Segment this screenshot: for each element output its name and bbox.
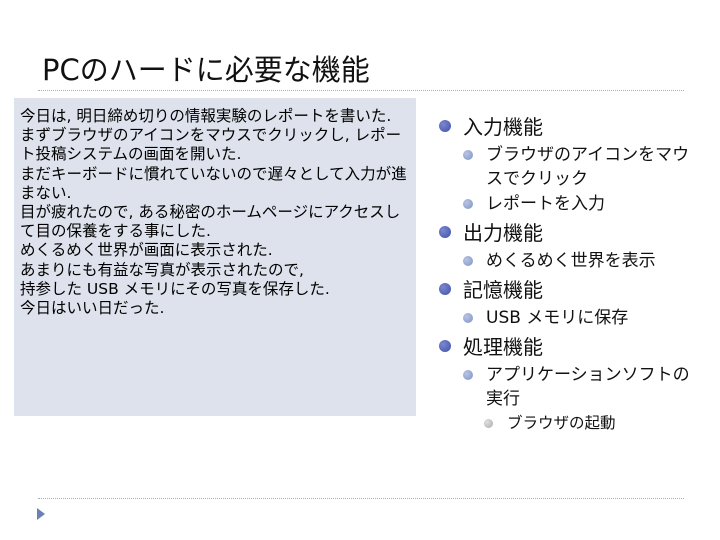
outline-label: ブラウザの起動: [507, 414, 616, 432]
bullet-icon: [484, 419, 493, 428]
textbox-line: 持参した USB メモリにその写真を保存した.: [20, 279, 330, 298]
outline-subsubitem: ブラウザの起動: [436, 412, 706, 434]
bullet-icon: [463, 313, 473, 323]
slide-title: PCのハードに必要な機能: [42, 53, 370, 87]
bullet-icon: [463, 199, 473, 209]
diary-textbox: 今日は, 明日締め切りの情報実験のレポートを書いた. まずブラウザのアイコンをマ…: [14, 98, 416, 416]
textbox-line: まだキーボードに慣れていないので遅々として入力が進まない.: [20, 164, 407, 202]
outline-item-memory: 記憶機能: [436, 276, 706, 305]
textbox-line: あまりにも有益な写真が表示されたので,: [20, 260, 304, 279]
bullet-icon: [463, 256, 473, 266]
outline-subitem: めくるめく世界を表示: [436, 249, 706, 273]
outline-subitem: アプリケーションソフトの実行: [436, 363, 706, 411]
outline-label: 記憶機能: [463, 278, 543, 302]
textbox-line: まずブラウザのアイコンをマウスでクリックし, レポート投稿システムの画面を開いた…: [20, 126, 402, 164]
outline-label: めくるめく世界を表示: [486, 251, 656, 271]
bullet-icon: [463, 370, 473, 380]
outline-label: 出力機能: [463, 221, 543, 245]
outline-label: USB メモリに保存: [486, 308, 629, 328]
outline-label: レポートを入力: [486, 194, 605, 214]
outline-item-output: 出力機能: [436, 219, 706, 248]
bullet-icon: [463, 150, 473, 160]
outline-item-input: 入力機能: [436, 113, 706, 142]
outline-subitem: ブラウザのアイコンをマウスでクリック: [436, 143, 706, 191]
bullet-icon: [439, 340, 451, 352]
outline-subitem: レポートを入力: [436, 192, 706, 216]
outline-label: 処理機能: [463, 335, 543, 359]
outline-label: 入力機能: [463, 115, 543, 139]
bullet-icon: [439, 120, 451, 132]
textbox-line: 今日はいい日だった.: [20, 299, 165, 318]
textbox-line: めくるめく世界が画面に表示された.: [20, 241, 273, 260]
outline-label: アプリケーションソフトの実行: [486, 365, 690, 409]
textbox-line: 目が疲れたので, ある秘密のホームページにアクセスして目の保養をする事にした.: [20, 203, 401, 241]
footer-divider: [38, 498, 684, 499]
bullet-icon: [439, 283, 451, 295]
function-outline: 入力機能 ブラウザのアイコンをマウスでクリック レポートを入力 出力機能 めくる…: [436, 110, 706, 434]
bullet-icon: [439, 226, 451, 238]
triangle-right-icon[interactable]: [37, 508, 45, 520]
outline-item-processing: 処理機能: [436, 333, 706, 362]
title-divider: [38, 90, 684, 91]
outline-subitem: USB メモリに保存: [436, 306, 706, 330]
outline-label: ブラウザのアイコンをマウスでクリック: [486, 145, 690, 189]
textbox-line: 今日は, 明日締め切りの情報実験のレポートを書いた.: [20, 107, 392, 125]
